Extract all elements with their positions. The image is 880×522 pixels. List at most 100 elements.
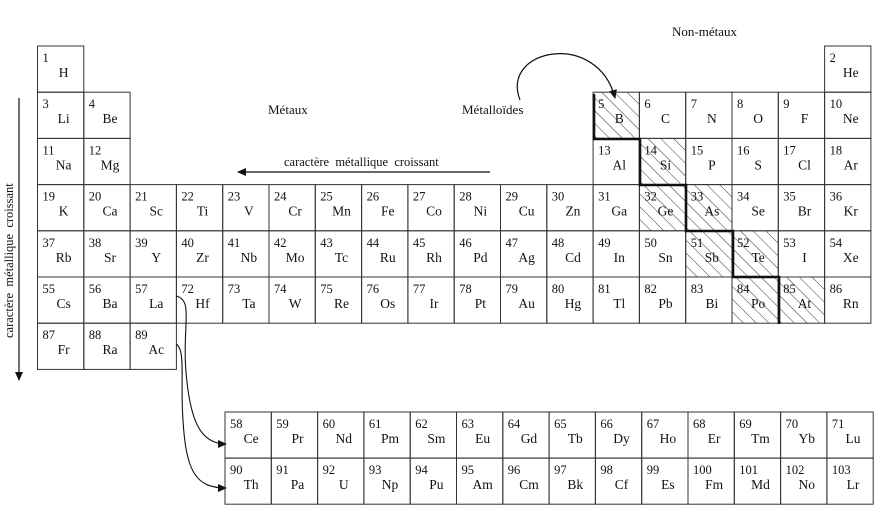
element-symbol: Mg: [101, 157, 120, 172]
element-symbol: Rh: [426, 250, 442, 265]
atomic-number: 94: [415, 463, 428, 477]
element-symbol: Se: [751, 204, 765, 219]
element-symbol: Li: [58, 111, 70, 126]
atomic-number: 68: [693, 417, 706, 431]
element-symbol: At: [798, 296, 812, 311]
atomic-number: 12: [89, 143, 102, 157]
element-symbol: Ho: [660, 431, 677, 446]
element-cell-b: 5B: [592, 91, 640, 139]
metalloid-pointer-arrow: [516, 53, 617, 101]
element-symbol: Cf: [615, 477, 629, 492]
atomic-number: 46: [459, 236, 472, 250]
element-symbol: Bi: [705, 296, 718, 311]
atomic-number: 3: [43, 97, 49, 111]
element-symbol: Bk: [567, 477, 583, 492]
atomic-number: 49: [598, 236, 611, 250]
element-symbol: Cu: [519, 204, 535, 219]
element-symbol: Sb: [705, 250, 720, 265]
element-symbol: Yb: [799, 431, 816, 446]
element-symbol: Tc: [335, 250, 348, 265]
metalloid-hatch: [639, 184, 686, 231]
element-symbol: Cr: [288, 204, 302, 219]
element-symbol: Rb: [56, 250, 72, 265]
element-symbol: N: [707, 111, 717, 126]
element-cell-li: 3Li: [37, 91, 85, 139]
element-symbol: Rn: [843, 296, 859, 311]
atomic-number: 53: [783, 236, 796, 250]
atomic-number: 70: [786, 417, 799, 431]
element-symbol: Ca: [102, 204, 117, 219]
element-symbol: Cs: [57, 296, 71, 311]
atomic-number: 1: [43, 51, 49, 65]
atomic-number: 81: [598, 282, 611, 296]
element-symbol: Po: [751, 296, 766, 311]
atomic-number: 52: [737, 236, 750, 250]
element-symbol: K: [59, 204, 69, 219]
atomic-number: 77: [413, 282, 426, 296]
atomic-number: 23: [228, 190, 241, 204]
horizontal-trend-label: caractère métallique croissant: [284, 155, 439, 169]
atomic-number: 75: [320, 282, 333, 296]
atomic-number: 63: [462, 417, 475, 431]
element-symbol: I: [802, 250, 807, 265]
element-symbol: Zr: [196, 250, 209, 265]
atomic-number: 96: [508, 463, 521, 477]
element-symbol: Ar: [844, 157, 859, 172]
atomic-number: 83: [691, 282, 704, 296]
atomic-number: 69: [739, 417, 752, 431]
atomic-number: 10: [830, 97, 843, 111]
atomic-number: 66: [600, 417, 613, 431]
atomic-number: 25: [320, 190, 333, 204]
atomic-number: 88: [89, 328, 102, 342]
atomic-number: 95: [462, 463, 475, 477]
atomic-number: 64: [508, 417, 521, 431]
element-symbol: Ba: [102, 296, 117, 311]
element-symbol: Ge: [658, 204, 674, 219]
element-symbol: Lr: [847, 477, 860, 492]
atomic-number: 101: [739, 463, 758, 477]
atomic-number: 6: [644, 97, 650, 111]
atomic-number: 85: [783, 282, 796, 296]
element-symbol: He: [843, 65, 859, 80]
atomic-number: 40: [181, 236, 194, 250]
element-symbol: Pu: [429, 477, 444, 492]
element-cell-n: 7N: [685, 91, 733, 139]
metal-nonmetal-staircase: [592, 94, 781, 324]
atomic-number: 78: [459, 282, 472, 296]
atomic-number: 74: [274, 282, 287, 296]
element-symbol: Ti: [197, 204, 209, 219]
atomic-number: 59: [276, 417, 289, 431]
atomic-number: 2: [830, 51, 836, 65]
element-cell-u: 92U: [317, 457, 365, 505]
atomic-number: 72: [181, 282, 194, 296]
element-cell-s: 16S: [731, 137, 779, 186]
